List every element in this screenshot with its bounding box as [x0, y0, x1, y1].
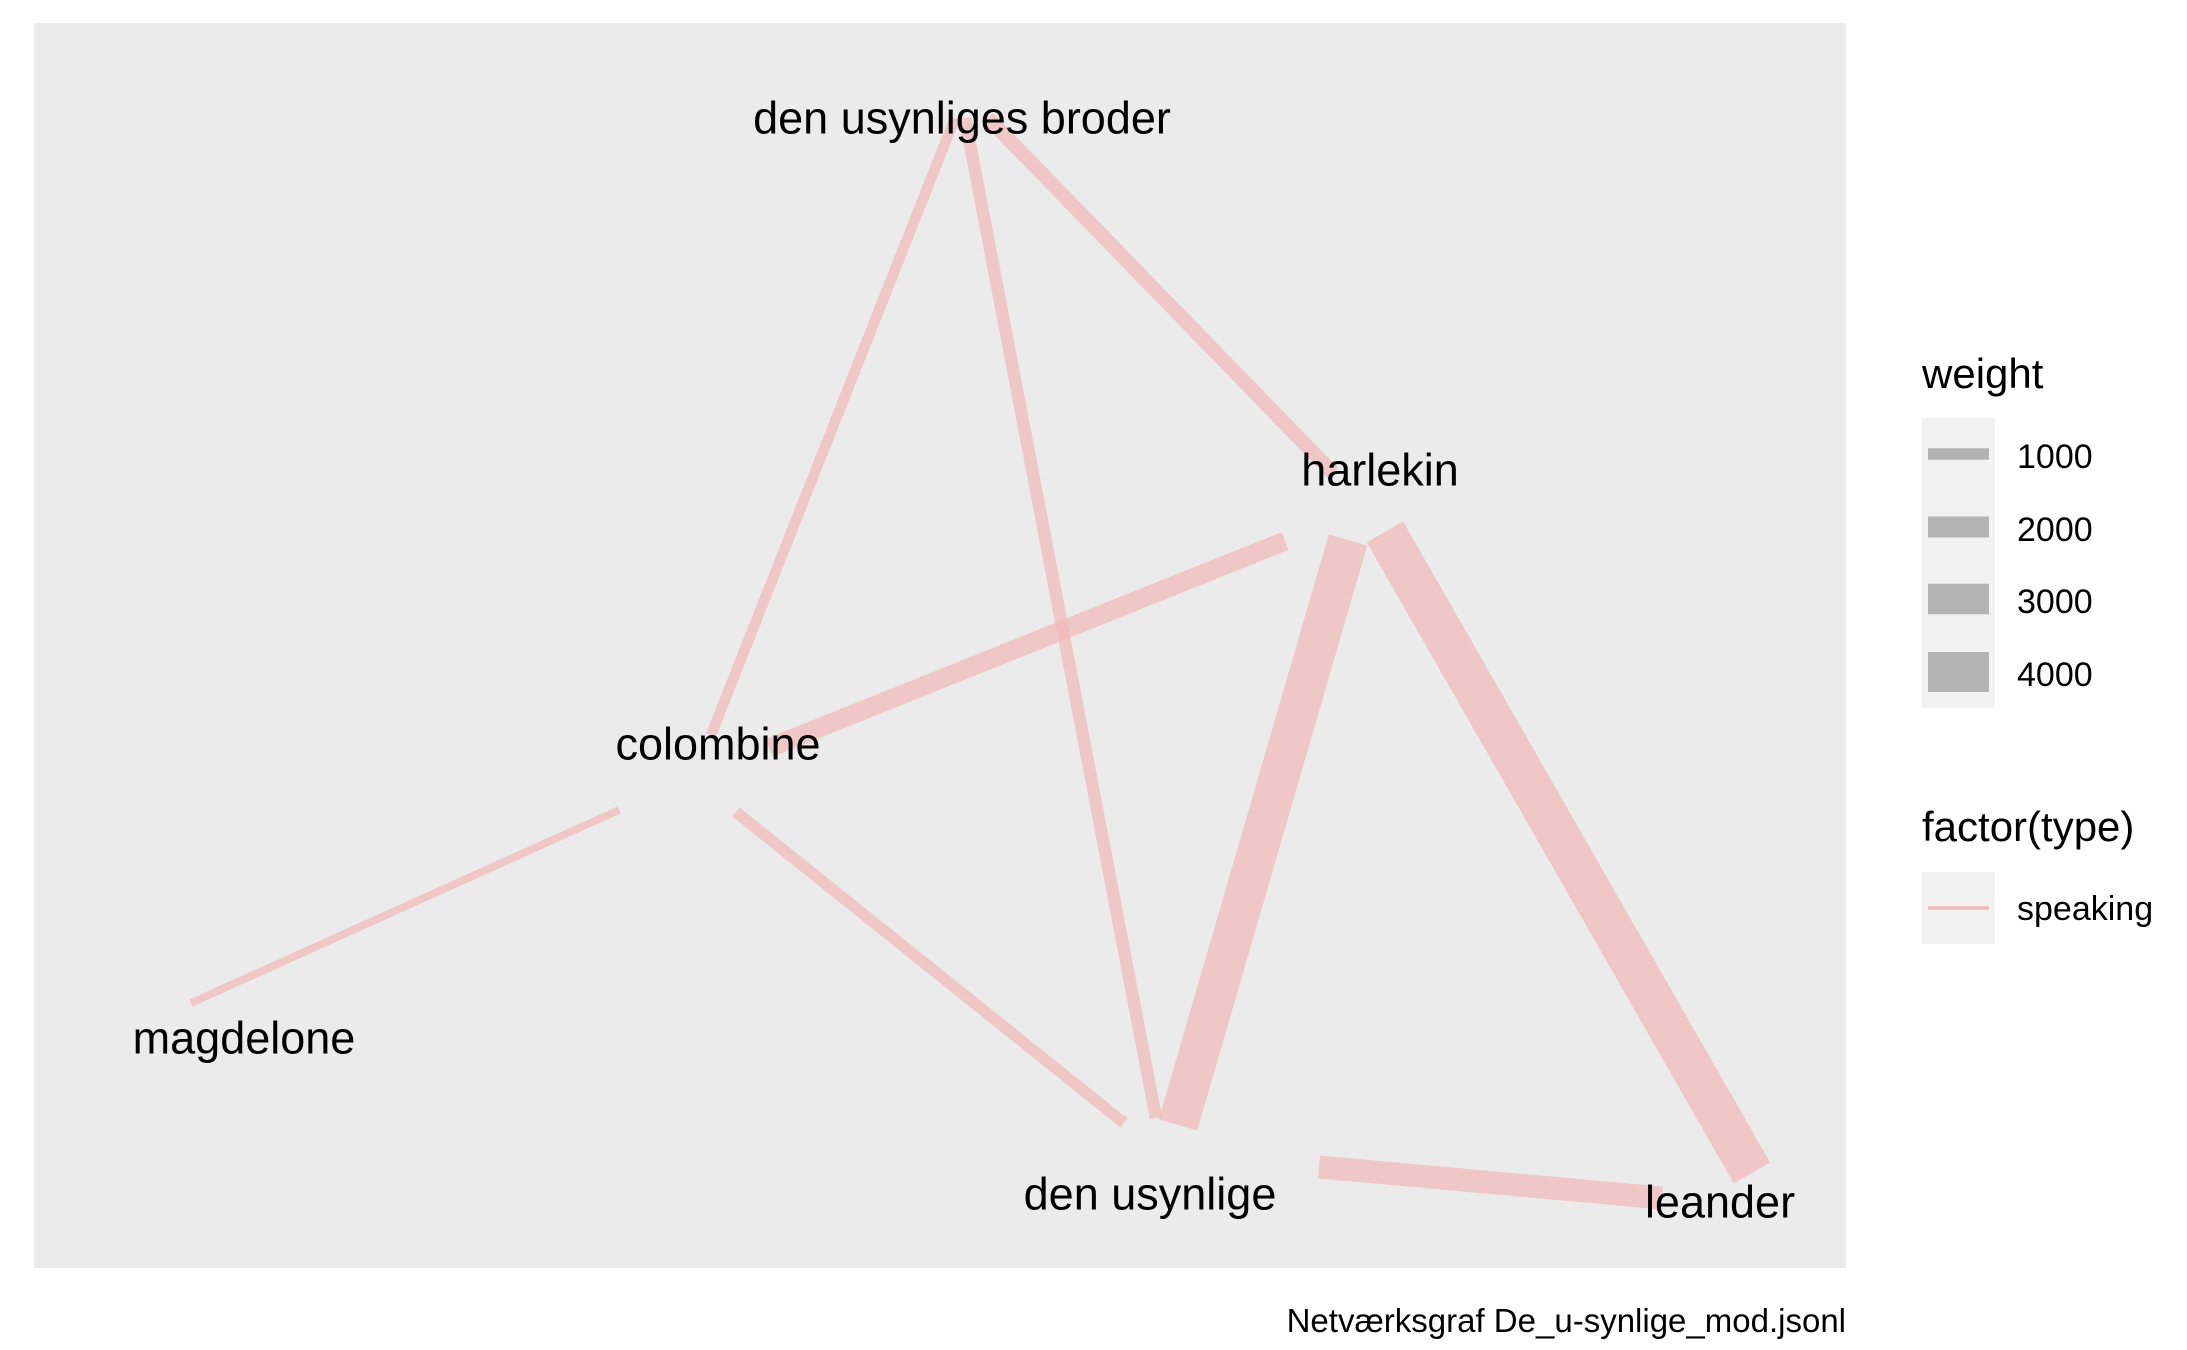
edge-den-usynliges-broder-colombine [706, 116, 960, 737]
weight-legend: weight 1000 2000 3000 4000 [1921, 350, 2093, 708]
type-legend-title: factor(type) [1922, 803, 2134, 850]
edge-den-usynliges-broder-den-usynlige [958, 116, 1163, 1120]
weight-legend-keys [1928, 448, 1989, 692]
weight-legend-label-3000: 3000 [2017, 583, 2093, 621]
graph-caption: Netværksgraf De_u-synlige_mod.jsonl [1287, 1302, 1846, 1339]
edge-harlekin-den-usynlige [1158, 534, 1368, 1131]
edge-colombine-den-usynlige [732, 807, 1128, 1128]
type-legend: factor(type) speaking [1922, 803, 2153, 944]
weight-legend-key-1000 [1928, 448, 1989, 460]
node-label-magdelone: magdelone [133, 1013, 356, 1064]
type-legend-label-speaking: speaking [2017, 890, 2153, 928]
node-label-leander: leander [1645, 1177, 1795, 1228]
edges-layer [189, 112, 1771, 1210]
node-label-colombine: colombine [615, 719, 820, 770]
labels-layer: den usynliges broder harlekin colombine mag… [133, 93, 1795, 1228]
node-label-harlekin: harlekin [1301, 445, 1459, 496]
node-label-den-usynliges-broder: den usynliges broder [753, 93, 1171, 144]
edge-den-usynlige-leander [1317, 1155, 1664, 1210]
weight-legend-label-4000: 4000 [2017, 656, 2093, 694]
weight-legend-label-1000: 1000 [2017, 438, 2093, 476]
weight-legend-label-2000: 2000 [2017, 511, 2093, 549]
weight-legend-key-2000 [1928, 516, 1989, 538]
weight-legend-key-4000 [1928, 652, 1989, 692]
edge-den-usynliges-broder-harlekin [982, 112, 1339, 479]
edge-harlekin-leander [1366, 521, 1771, 1184]
edge-colombine-magdelone [189, 806, 621, 1007]
node-label-den-usynlige: den usynlige [1024, 1169, 1277, 1220]
edge-harlekin-colombine [765, 532, 1289, 757]
weight-legend-key-3000 [1928, 583, 1989, 615]
weight-legend-title: weight [1921, 350, 2044, 397]
plot-panel [34, 23, 1846, 1268]
